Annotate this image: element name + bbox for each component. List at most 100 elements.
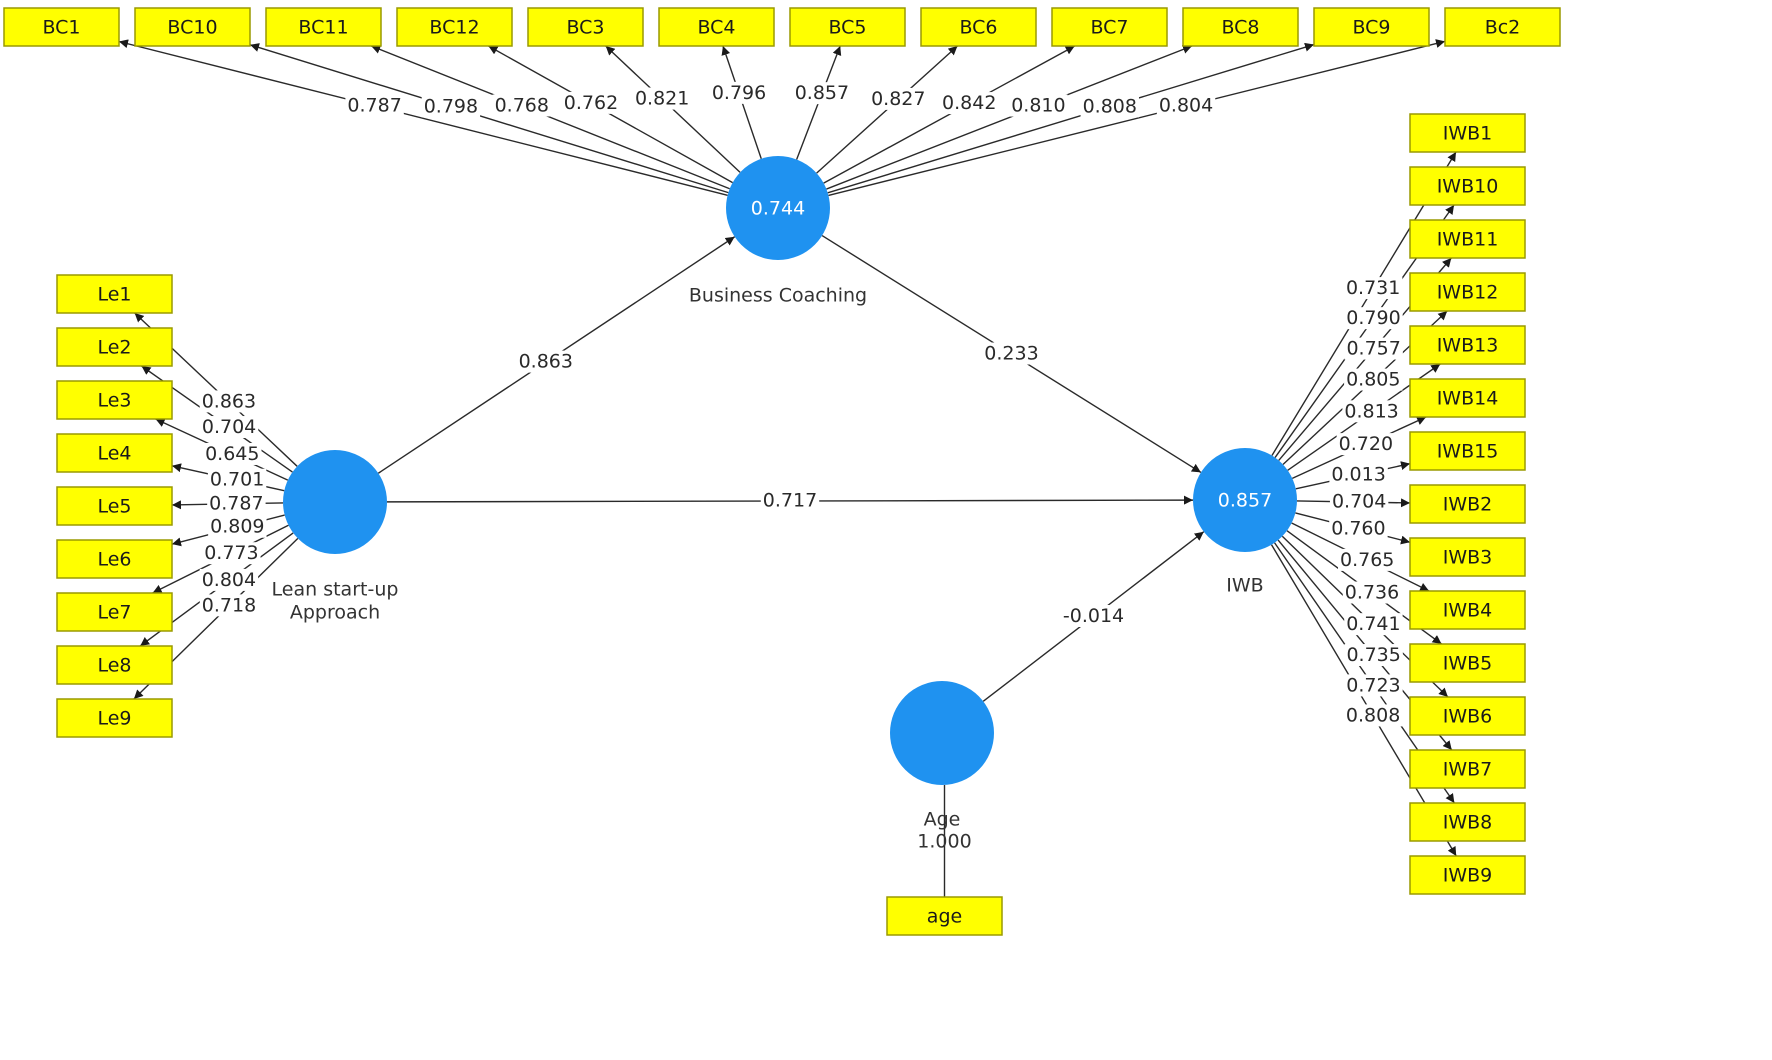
loading-label-iwb5-bg	[1342, 581, 1402, 604]
loading-label-iwb13: 0.813	[1344, 400, 1398, 422]
loading-label-le3: 0.645	[205, 443, 259, 465]
indicator-box-le9[interactable]	[56, 698, 173, 738]
loading-label-bc10-bg	[421, 95, 481, 118]
loading-label-bc4-bg	[709, 81, 769, 104]
indicator-label-bc7: BC7	[1090, 17, 1128, 39]
path-coef-bc-to-iwb: 0.233	[984, 343, 1038, 365]
latent-value-iwb: 0.857	[1218, 490, 1272, 512]
indicator-box-bc3[interactable]	[527, 7, 644, 47]
loading-label-bc8-bg	[1009, 94, 1068, 117]
indicator-box-bc11[interactable]	[265, 7, 382, 47]
indicator-box-iwb2[interactable]	[1409, 484, 1526, 524]
loading-label-bc2-bg	[1156, 94, 1216, 117]
indicator-box-le2[interactable]	[56, 327, 173, 367]
indicator-box-iwb5[interactable]	[1409, 643, 1526, 683]
indicator-box-iwb3[interactable]	[1409, 537, 1526, 577]
loading-label-le4: 0.701	[210, 469, 264, 491]
indicator-label-iwb14: IWB14	[1437, 388, 1499, 410]
indicator-box-bc4[interactable]	[658, 7, 775, 47]
loading-label-bc6-bg	[869, 87, 928, 110]
indicator-label-age: age	[927, 906, 962, 928]
loading-label-iwb6: 0.741	[1346, 613, 1400, 635]
indicator-box-age[interactable]	[886, 896, 1003, 936]
loading-label-bc4: 0.796	[712, 82, 766, 104]
indicator-label-bc5: BC5	[828, 17, 866, 39]
indicator-box-bc2[interactable]	[1444, 7, 1561, 47]
indicator-box-iwb7[interactable]	[1409, 749, 1526, 789]
indicator-box-le7[interactable]	[56, 592, 173, 632]
latent-node-iwb[interactable]	[1193, 448, 1297, 552]
path-coef-age-to-iwb-bg	[1060, 605, 1127, 627]
path-coef-lean-to-bc: 0.863	[519, 351, 573, 373]
loading-label-bc2: 0.804	[1159, 95, 1213, 117]
loading-label-bc9: 0.808	[1083, 95, 1137, 117]
indicator-box-iwb10[interactable]	[1409, 166, 1526, 206]
loading-label-bc3-bg	[632, 87, 692, 110]
indicator-box-bc7[interactable]	[1051, 7, 1168, 47]
indicator-box-bc6[interactable]	[920, 7, 1037, 47]
latent-name-age: Age	[924, 809, 961, 831]
indicator-box-bc8[interactable]	[1182, 7, 1299, 47]
loading-label-le7: 0.773	[204, 542, 258, 564]
indicator-label-iwb12: IWB12	[1437, 282, 1499, 304]
indicator-box-le3[interactable]	[56, 380, 173, 420]
indicator-label-iwb13: IWB13	[1437, 335, 1499, 357]
latent-name-bc: Business Coaching	[689, 285, 867, 307]
loading-label-iwb14-bg	[1336, 433, 1396, 456]
indicator-box-iwb14[interactable]	[1409, 378, 1526, 418]
loading-arrow-bc10	[249, 43, 729, 194]
loading-label-iwb15-bg	[1329, 463, 1388, 486]
indicator-label-iwb8: IWB8	[1443, 812, 1493, 834]
loading-label-iwb5: 0.736	[1345, 582, 1399, 604]
indicator-box-bc10[interactable]	[134, 7, 251, 47]
latent-node-lean[interactable]	[283, 450, 387, 554]
loading-label-le6: 0.809	[210, 516, 264, 538]
loading-label-bc6: 0.827	[871, 88, 925, 110]
indicator-box-le4[interactable]	[56, 433, 173, 473]
indicator-label-bc8: BC8	[1221, 17, 1259, 39]
indicator-label-bc11: BC11	[298, 17, 348, 39]
indicator-box-iwb15[interactable]	[1409, 431, 1526, 471]
loading-label-iwb7-bg	[1344, 644, 1403, 667]
indicator-box-bc12[interactable]	[396, 7, 513, 47]
loading-label-bc12: 0.762	[564, 92, 618, 114]
indicator-box-le5[interactable]	[56, 486, 173, 526]
indicator-label-le4: Le4	[97, 443, 131, 465]
latent-node-bc[interactable]	[726, 156, 830, 260]
indicator-box-iwb12[interactable]	[1409, 272, 1526, 312]
loading-label-bc7: 0.842	[942, 92, 996, 114]
indicator-box-iwb4[interactable]	[1409, 590, 1526, 630]
indicator-box-le1[interactable]	[56, 274, 173, 314]
loading-label-bc5: 0.857	[795, 82, 849, 104]
indicator-label-iwb4: IWB4	[1443, 600, 1493, 622]
loading-label-bc12-bg	[561, 91, 621, 114]
loading-label-iwb6-bg	[1344, 613, 1403, 636]
indicator-box-bc9[interactable]	[1313, 7, 1430, 47]
indicator-box-iwb11[interactable]	[1409, 219, 1526, 259]
indicator-box-iwb6[interactable]	[1409, 696, 1526, 736]
indicator-label-iwb6: IWB6	[1443, 706, 1493, 728]
indicator-box-bc5[interactable]	[789, 7, 906, 47]
indicator-label-le8: Le8	[97, 655, 131, 677]
loading-label-age: 1.000	[917, 831, 971, 853]
indicator-box-iwb1[interactable]	[1409, 113, 1526, 153]
loading-label-iwb13-bg	[1342, 400, 1401, 423]
indicator-label-bc1: BC1	[42, 17, 80, 39]
indicator-box-iwb13[interactable]	[1409, 325, 1526, 365]
path-coef-lean-to-bc-bg	[516, 350, 576, 373]
loading-label-le1-bg	[199, 390, 259, 413]
loading-label-iwb12-bg	[1344, 368, 1403, 391]
path-coef-bc-to-iwb-bg	[982, 342, 1041, 365]
indicator-box-iwb9[interactable]	[1409, 855, 1526, 895]
latent-node-age[interactable]	[890, 681, 994, 785]
loading-label-iwb11-bg	[1344, 337, 1403, 360]
loading-label-iwb4-bg	[1338, 548, 1397, 571]
indicator-box-iwb8[interactable]	[1409, 802, 1526, 842]
indicator-box-bc1[interactable]	[3, 7, 120, 47]
indicator-label-bc2: Bc2	[1485, 17, 1521, 39]
indicator-box-le8[interactable]	[56, 645, 173, 685]
path-coef-age-to-iwb: -0.014	[1063, 605, 1124, 627]
loading-label-iwb15: 0.013	[1331, 463, 1385, 485]
indicator-box-le6[interactable]	[56, 539, 173, 579]
